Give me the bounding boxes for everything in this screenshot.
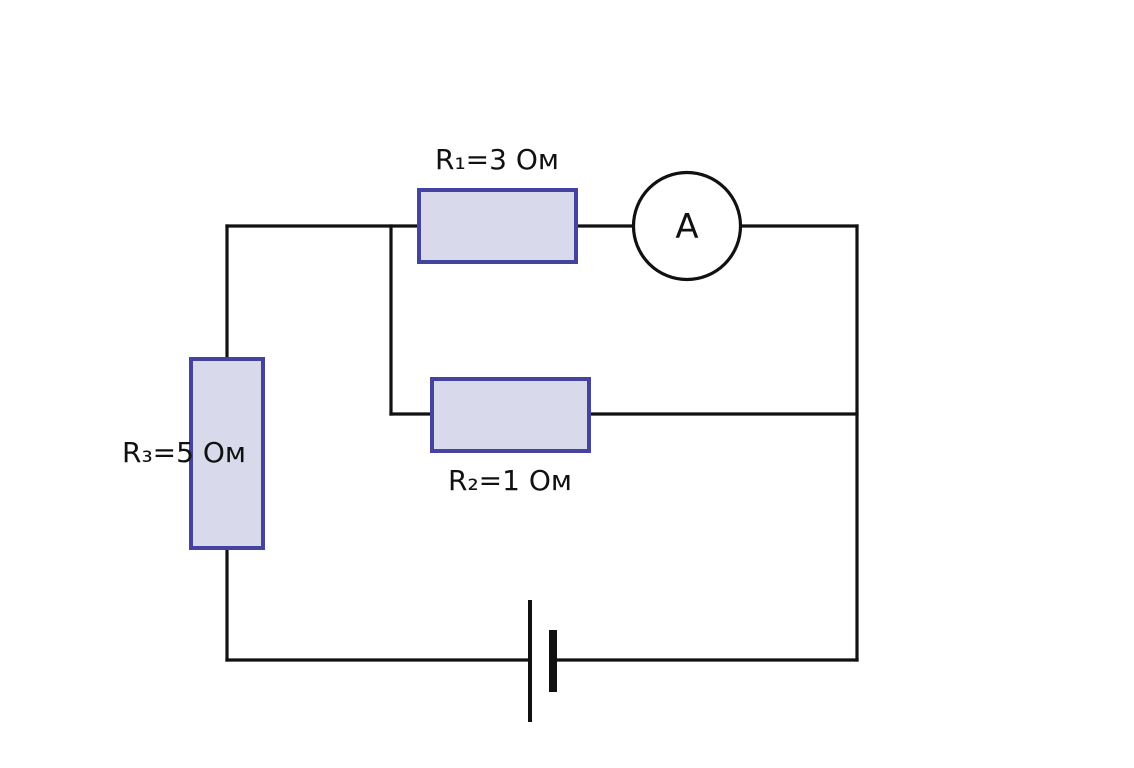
resistor-r2-label: R₂=1 Ом [448, 464, 572, 497]
resistor-r1-label: R₁=3 Ом [435, 143, 559, 176]
ammeter-circle [631, 170, 743, 282]
ammeter-symbol: A [675, 207, 698, 247]
resistor-r3-label: R₃=5 Ом [122, 436, 246, 469]
ammeter: A [631, 170, 743, 282]
wires [225, 224, 859, 662]
resistor-r3 [189, 357, 265, 550]
resistor-r1 [417, 188, 578, 264]
battery [528, 600, 557, 722]
resistor-r2 [430, 377, 591, 453]
